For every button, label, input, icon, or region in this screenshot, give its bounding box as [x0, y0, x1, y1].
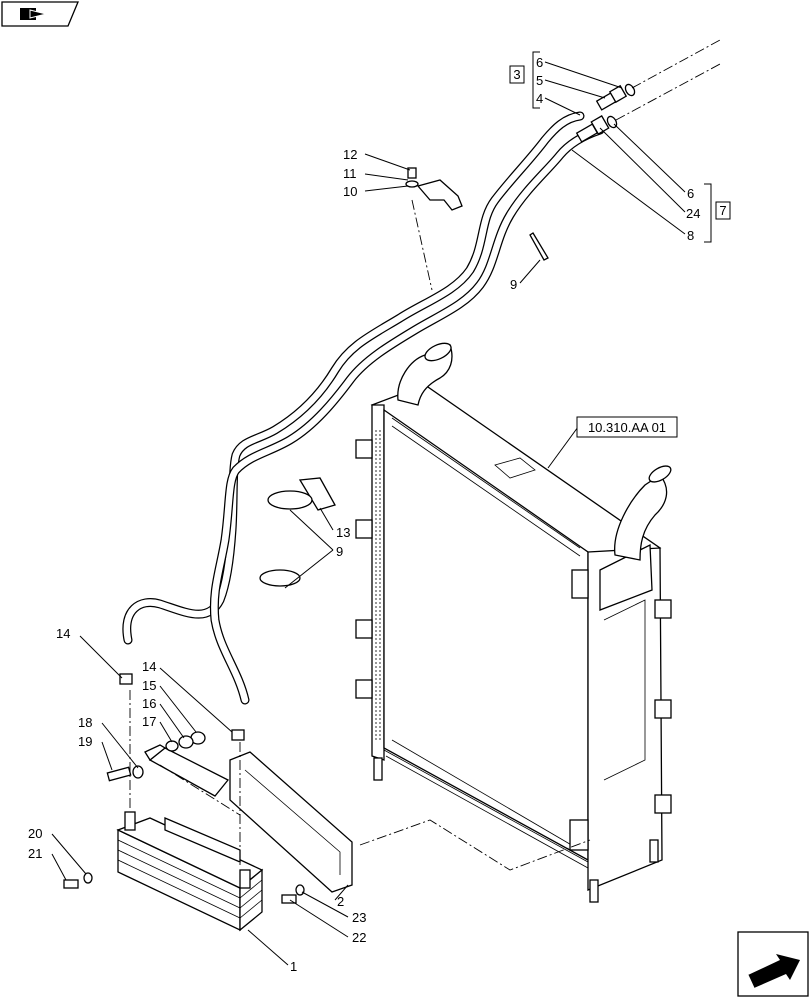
- callout-4: 4: [536, 91, 543, 106]
- oil-cooler: [116, 811, 264, 932]
- callout-1: 1: [290, 959, 297, 974]
- mounting-plate: [144, 744, 353, 893]
- bracket-10: [405, 167, 463, 211]
- callout-7: 7: [719, 203, 726, 218]
- callout-11: 11: [343, 166, 357, 181]
- center-lines: [129, 39, 721, 871]
- prev-page-button[interactable]: [1, 1, 79, 27]
- callout-12: 12: [343, 147, 357, 162]
- clamp-parts: [259, 232, 549, 587]
- callout-5: 5: [536, 73, 543, 88]
- callout-19: 19: [78, 734, 92, 749]
- callout-15: 15: [142, 678, 156, 693]
- top-fittings: [575, 83, 636, 143]
- leader-lines: [51, 51, 712, 966]
- book-arrow-icon: [20, 8, 47, 20]
- callout-8: 8: [687, 228, 694, 243]
- next-page-button[interactable]: [737, 931, 809, 997]
- callout-9: 9: [336, 544, 343, 559]
- radiator-assembly: [355, 342, 672, 903]
- callout-17: 17: [142, 714, 156, 729]
- reference-link[interactable]: 10.310.AA 01: [588, 420, 666, 435]
- callout-24: 24: [686, 206, 700, 221]
- callout-9: 9: [510, 277, 517, 292]
- reference-box[interactable]: 10.310.AA 01: [576, 416, 678, 438]
- callout-18: 18: [78, 715, 92, 730]
- callout-20: 20: [28, 826, 42, 841]
- callout-16: 16: [142, 696, 156, 711]
- next-page-arrow-icon: [747, 954, 800, 989]
- callout-23: 23: [352, 910, 366, 925]
- callout-14: 14: [56, 626, 70, 641]
- callout-14: 14: [142, 659, 156, 674]
- oil-lines: [122, 111, 605, 705]
- callout-22: 22: [352, 930, 366, 945]
- callout-6: 6: [687, 186, 694, 201]
- callout-13: 13: [336, 525, 350, 540]
- callout-10: 10: [343, 184, 357, 199]
- callout-6: 6: [536, 55, 543, 70]
- callout-3: 3: [513, 67, 520, 82]
- callout-box-3: 3: [509, 65, 525, 84]
- callout-box-7: 7: [715, 201, 731, 220]
- callout-2: 2: [337, 894, 344, 909]
- callout-21: 21: [28, 846, 42, 861]
